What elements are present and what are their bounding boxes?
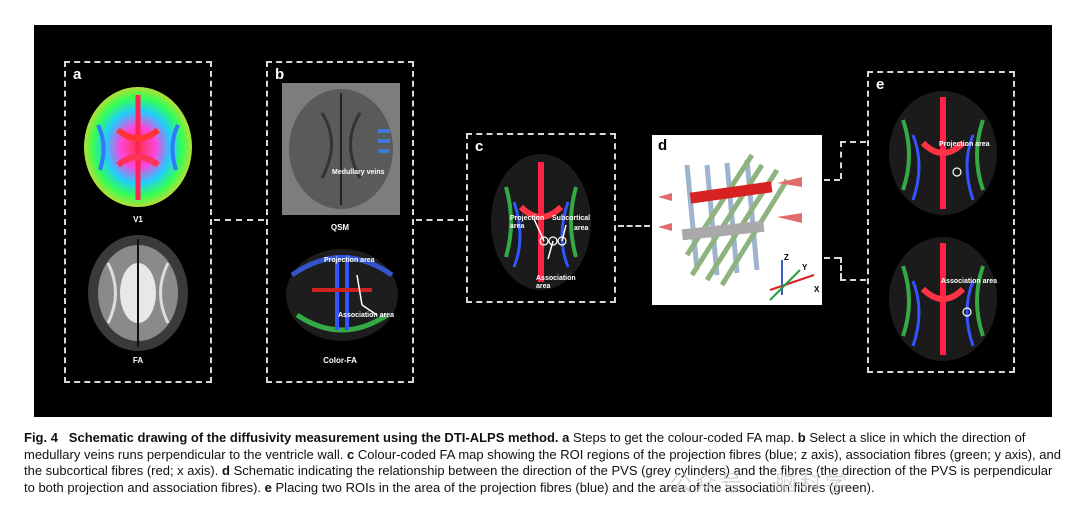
panel-e: e Projection area Association area [867,71,1015,373]
panel-c: c Projection area Subcortical area Assoc… [466,133,616,303]
v1-brain-map [84,87,192,207]
panel-c-label: c [475,138,484,155]
connector-d-e-top-h1 [824,179,840,181]
c-projection-label-2: area [510,223,525,230]
b-projection-area-label: Projection area [324,257,375,264]
caption-d-label: d [221,463,230,478]
connector-b-c [416,219,464,221]
panel-b-label: b [275,66,285,83]
panel-a: a V1 FA [64,61,212,383]
panel-a-label: a [73,66,82,83]
e-projection-area-label: Projection area [939,141,990,148]
caption-c-text: Colour-coded FA map showing the ROI regi… [24,446,1061,479]
qsm-caption: QSM [330,223,350,232]
panel-b: b Medullary veins QSM Projection area As… [266,61,414,383]
axis-x-label: X [814,285,820,294]
connector-d-e-top-h2 [840,141,866,143]
caption-c-label: c [347,446,355,462]
e-association-fa-map [889,237,997,361]
panel-d: d Z Y X [652,135,822,305]
caption-e-label: e [264,479,272,495]
color-fa-caption: Color-FA [323,356,357,365]
c-association-label-1: Association [536,275,576,282]
connector-d-e-bottom-v [840,257,842,279]
axis-z-label: Z [784,253,789,262]
connector-d-e-top-v [840,141,842,179]
axis-y-label: Y [802,263,808,272]
color-fa-map [286,249,398,341]
caption-figure-number: Fig. 4 [24,430,58,445]
c-projection-label-1: Projection [510,215,545,222]
c-subcortical-label-2: area [574,225,589,232]
connector-d-e-bottom-h1 [824,257,840,259]
connector-d-e-bottom-h2 [840,279,866,281]
v1-caption: V1 [133,215,143,224]
c-color-fa-map [491,154,591,290]
medullary-veins-label: Medullary veins [332,169,385,176]
caption-d-text: Schematic indicating the relationship be… [24,463,1053,495]
qsm-brain-image [282,83,400,215]
c-association-label-2: area [536,283,551,290]
pvs-fibres-diagram [658,153,815,301]
caption-title: Schematic drawing of the diffusivity mea… [68,430,559,445]
connector-c-d [618,225,650,227]
caption-b-text: Select a slice in which the direction of… [24,430,1026,462]
panel-d-label: d [658,137,668,154]
b-association-area-label: Association area [338,312,395,319]
figure-image-area: a V1 FA [34,25,1052,417]
c-subcortical-label-1: Subcortical [552,215,591,222]
caption-e-text: Placing two ROIs in the area of the proj… [275,479,875,495]
figure-caption: Fig. 4 Schematic drawing of the diffusiv… [24,430,1064,496]
e-association-area-label: Association area [941,278,998,285]
fa-brain-map [88,235,188,351]
caption-a-label: a [562,430,570,445]
watermark: 公众号 · 脑科学 [670,472,850,497]
connector-a-b [214,219,264,221]
panel-e-label: e [876,76,885,93]
e-projection-fa-map [889,91,997,215]
caption-b-label: b [797,430,806,445]
caption-a-text: Steps to get the colour-coded FA map. [573,430,795,445]
fa-caption: FA [132,356,144,365]
